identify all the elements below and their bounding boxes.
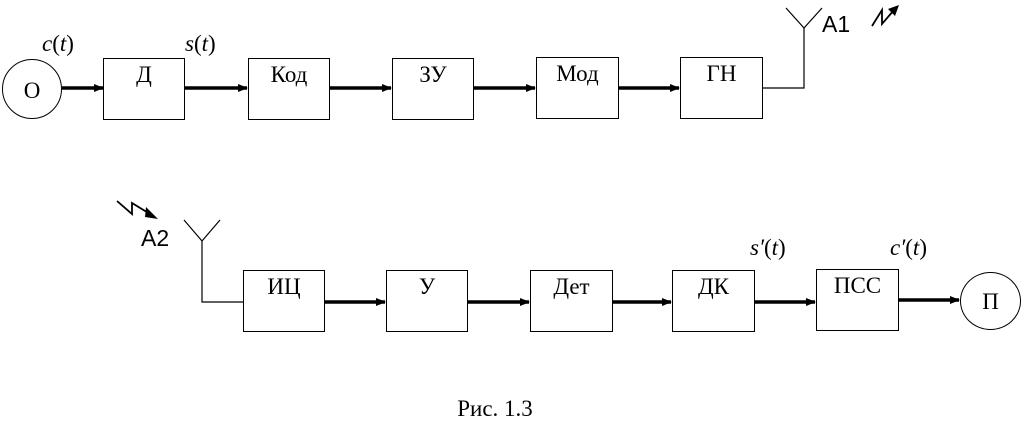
antenna-a1-label: A1: [822, 11, 851, 37]
block-d: Д: [103, 58, 185, 120]
block-gn-label: ГН: [706, 61, 737, 86]
block-dk-label: ДК: [697, 274, 730, 299]
block-zu-label: ЗУ: [419, 62, 447, 87]
source-node: О: [2, 59, 62, 119]
block-ic: ИЦ: [243, 270, 325, 332]
block-d-label: Д: [136, 62, 152, 87]
sink-node: П: [960, 272, 1021, 330]
block-mod: Мод: [536, 57, 619, 119]
block-pss: ПСС: [816, 269, 899, 331]
block-zu: ЗУ: [392, 58, 474, 120]
figure-caption: Рис. 1.3: [457, 396, 533, 421]
line-antenna-a2-to-ic: [201, 241, 243, 303]
block-gn: ГН: [680, 57, 763, 119]
block-u-label: У: [418, 274, 436, 299]
antenna-a2-label: A2: [141, 225, 170, 251]
wave-out-icon: [871, 6, 895, 27]
block-kod: Код: [248, 58, 330, 120]
block-ic-label: ИЦ: [267, 274, 301, 299]
signal-c-label: c(t): [42, 31, 74, 56]
antenna-a1-icon: [785, 7, 823, 29]
block-kod-label: Код: [270, 62, 308, 87]
signal-s-label: s(t): [185, 31, 216, 56]
block-det-label: Дет: [553, 274, 590, 299]
antenna-a2-icon: [183, 219, 221, 242]
block-mod-label: Мод: [556, 61, 599, 86]
source-label: О: [23, 78, 41, 103]
wave-in-icon: [116, 200, 151, 216]
block-pss-label: ПСС: [833, 273, 882, 298]
block-det: Дет: [530, 270, 613, 332]
block-u: У: [386, 270, 468, 332]
sink-label: П: [982, 289, 999, 314]
signal-c-prime-label: c′(t): [890, 235, 927, 260]
signal-s-prime-label: s′(t): [750, 235, 786, 260]
block-dk: ДК: [672, 270, 755, 332]
line-gn-to-antenna-a1: [763, 28, 805, 89]
